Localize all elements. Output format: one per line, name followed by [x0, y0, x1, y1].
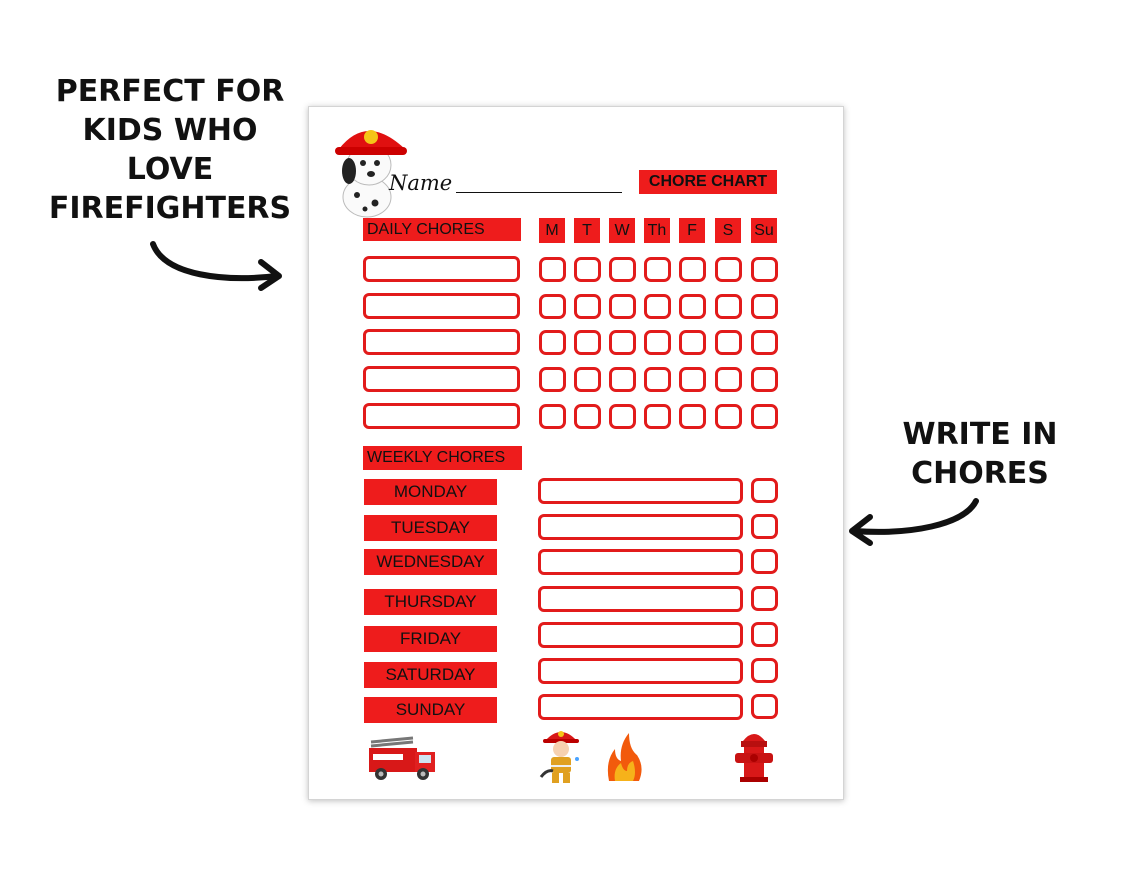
daily-checkbox[interactable] [715, 257, 742, 282]
daily-checkbox[interactable] [574, 330, 601, 355]
fire-hydrant-icon [735, 734, 773, 782]
daily-checkbox[interactable] [751, 330, 778, 355]
daily-chore-field[interactable] [363, 329, 520, 355]
daily-checkbox[interactable] [609, 367, 636, 392]
weekly-chore-field[interactable] [538, 586, 743, 612]
daily-checkbox[interactable] [539, 257, 566, 282]
day-header-fri: F [679, 218, 705, 243]
weekday-label-wednesday: WEDNESDAY [364, 549, 497, 575]
daily-checkbox[interactable] [679, 367, 706, 392]
weekly-checkbox[interactable] [751, 549, 778, 574]
flame-icon [607, 733, 642, 781]
day-header-wed: W [609, 218, 635, 243]
daily-chore-field[interactable] [363, 403, 520, 429]
weekly-checkbox[interactable] [751, 478, 778, 503]
weekly-chore-field[interactable] [538, 514, 743, 540]
weekly-chore-field[interactable] [538, 694, 743, 720]
daily-chore-field[interactable] [363, 256, 520, 282]
daily-checkbox[interactable] [751, 294, 778, 319]
callout-firefighters: PERFECT FOR KIDS WHO LOVE FIREFIGHTERS [48, 74, 292, 226]
daily-checkbox[interactable] [574, 257, 601, 282]
fire-truck-icon [369, 736, 435, 780]
daily-checkbox[interactable] [715, 404, 742, 429]
arrow-left-icon [849, 498, 979, 546]
daily-checkbox[interactable] [539, 404, 566, 429]
weekday-label-thursday: THURSDAY [364, 589, 497, 615]
weekly-checkbox[interactable] [751, 694, 778, 719]
daily-checkbox[interactable] [679, 404, 706, 429]
daily-checkbox[interactable] [609, 404, 636, 429]
daily-checkbox[interactable] [574, 294, 601, 319]
weekday-label-monday: MONDAY [364, 479, 497, 505]
daily-chore-field[interactable] [363, 293, 520, 319]
daily-checkbox[interactable] [679, 257, 706, 282]
daily-checkbox[interactable] [539, 367, 566, 392]
name-field[interactable] [456, 192, 622, 193]
firefighter-kid-icon [539, 731, 579, 783]
day-header-sat: S [715, 218, 741, 243]
weekly-chore-field[interactable] [538, 622, 743, 648]
daily-checkbox[interactable] [539, 330, 566, 355]
daily-checkbox[interactable] [609, 257, 636, 282]
name-label: Name [389, 171, 453, 195]
chore-chart-title: CHORE CHART [639, 170, 777, 194]
dalmatian-firefighter-icon [335, 130, 407, 218]
arrow-right-icon [150, 241, 282, 291]
weekly-checkbox[interactable] [751, 586, 778, 611]
daily-checkbox[interactable] [574, 367, 601, 392]
daily-checkbox[interactable] [751, 257, 778, 282]
weekly-chore-field[interactable] [538, 658, 743, 684]
daily-checkbox[interactable] [751, 367, 778, 392]
day-header-tue: T [574, 218, 600, 243]
weekday-label-friday: FRIDAY [364, 626, 497, 652]
daily-checkbox[interactable] [644, 404, 671, 429]
daily-checkbox[interactable] [644, 367, 671, 392]
daily-checkbox[interactable] [679, 330, 706, 355]
daily-checkbox[interactable] [539, 294, 566, 319]
callout-write-in: WRITE IN CHORES [902, 417, 1058, 491]
weekly-chore-field[interactable] [538, 478, 743, 504]
daily-checkbox[interactable] [574, 404, 601, 429]
daily-checkbox[interactable] [715, 330, 742, 355]
weekday-label-sunday: SUNDAY [364, 697, 497, 723]
weekday-label-saturday: SATURDAY [364, 662, 497, 688]
daily-checkbox[interactable] [679, 294, 706, 319]
weekly-checkbox[interactable] [751, 658, 778, 683]
daily-checkbox[interactable] [609, 294, 636, 319]
daily-checkbox[interactable] [644, 294, 671, 319]
weekly-chores-header: WEEKLY CHORES [363, 446, 522, 470]
daily-chore-field[interactable] [363, 366, 520, 392]
weekly-checkbox[interactable] [751, 622, 778, 647]
day-header-sun: Su [751, 218, 777, 243]
day-header-thu: Th [644, 218, 670, 243]
weekly-chore-field[interactable] [538, 549, 743, 575]
weekday-label-tuesday: TUESDAY [364, 515, 497, 541]
daily-checkbox[interactable] [644, 257, 671, 282]
chore-chart-sheet: Name CHORE CHART DAILY CHORES M T W Th F… [308, 106, 844, 800]
daily-checkbox[interactable] [715, 367, 742, 392]
daily-checkbox[interactable] [715, 294, 742, 319]
daily-checkbox[interactable] [644, 330, 671, 355]
day-header-mon: M [539, 218, 565, 243]
weekly-checkbox[interactable] [751, 514, 778, 539]
daily-checkbox[interactable] [609, 330, 636, 355]
daily-checkbox[interactable] [751, 404, 778, 429]
daily-chores-header: DAILY CHORES [363, 218, 521, 241]
